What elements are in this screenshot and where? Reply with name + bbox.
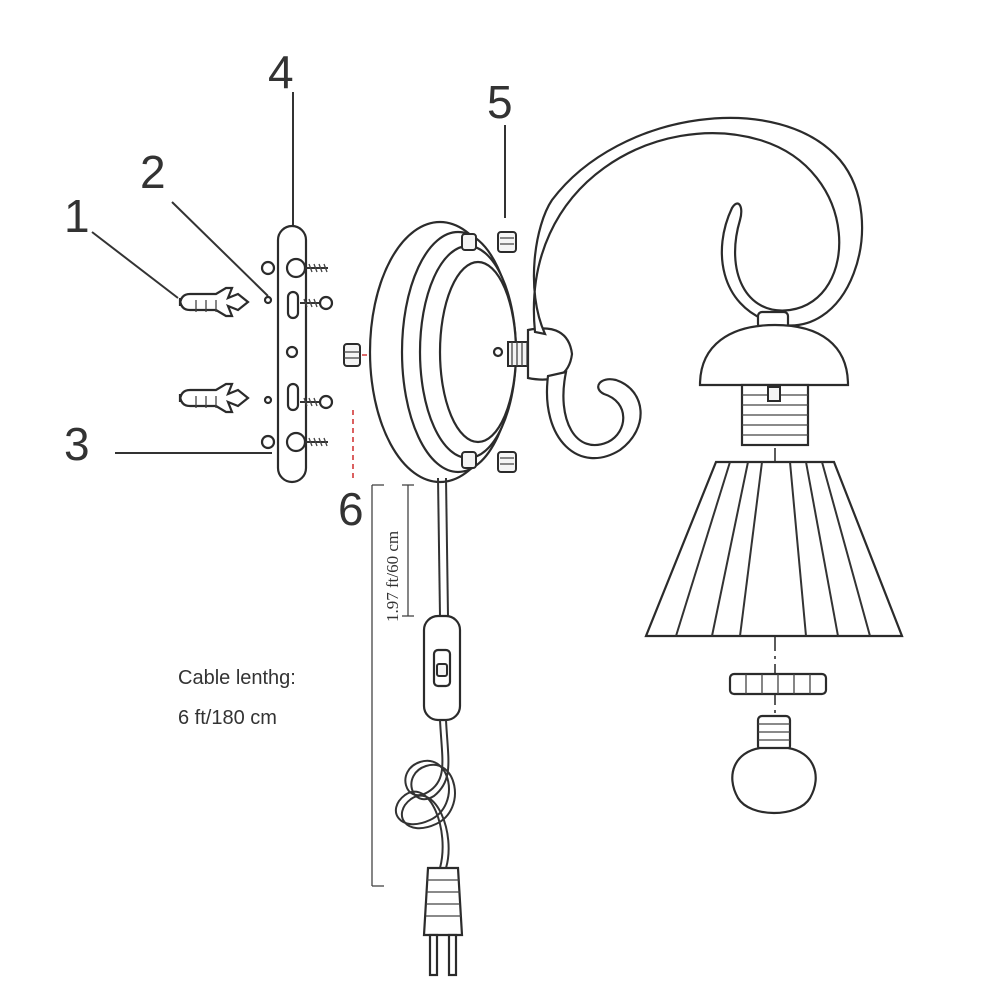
label-part-4: 4: [268, 46, 294, 98]
cap-nuts: [497, 231, 517, 473]
lamp-holder: [698, 310, 850, 447]
wall-anchor-top: [178, 286, 250, 318]
label-part-6: 6: [338, 483, 364, 535]
label-part-2: 2: [140, 146, 166, 198]
label-part-5: 5: [487, 76, 513, 128]
center-nut: [343, 343, 361, 367]
leader-line-2: [171, 201, 269, 297]
dimension-short: [402, 484, 414, 617]
leader-line-1: [91, 231, 179, 299]
wall-anchor-bottom: [178, 382, 250, 414]
screws: [260, 257, 334, 453]
dimension-long: [371, 484, 384, 887]
power-plug: [422, 866, 464, 937]
label-part-1: 1: [64, 190, 90, 242]
cable-length-value: 6 ft/180 cm: [178, 707, 277, 729]
label-part-3: 3: [64, 418, 90, 470]
canopy-base: [368, 220, 518, 484]
mounting-plate: [276, 224, 308, 484]
light-bulb: [731, 714, 817, 815]
dimension-short-label: 1.97 ft/60 cm: [383, 531, 402, 622]
leader-lines: [91, 92, 506, 454]
lamp-arm: [507, 116, 864, 460]
power-cord: [394, 477, 464, 977]
cable-length-heading: Cable lenthg:: [178, 667, 296, 689]
lampshade: [644, 460, 904, 638]
ring-nut: [728, 672, 828, 696]
